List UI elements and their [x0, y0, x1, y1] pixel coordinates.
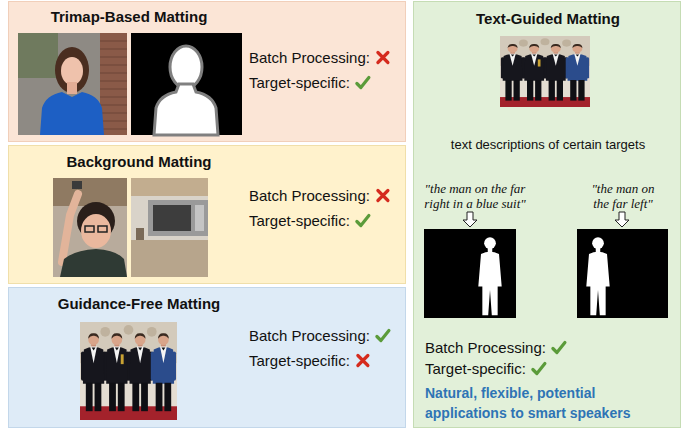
alpha-matte	[586, 237, 609, 315]
portrait-photo	[61, 57, 83, 85]
check-mark	[357, 78, 369, 88]
check-mark	[357, 216, 369, 226]
cross-mark	[378, 53, 388, 63]
portrait-photo	[18, 33, 58, 78]
background-photo	[195, 205, 204, 231]
portrait-photo	[100, 41, 127, 129]
check-mark	[533, 364, 545, 374]
check-mark	[357, 78, 369, 88]
person-photo	[72, 181, 82, 189]
portrait-photo	[40, 92, 104, 135]
background-photo	[131, 178, 208, 277]
group-photo-copy	[500, 36, 590, 107]
trimap-image	[170, 46, 202, 88]
cross-mark	[378, 191, 388, 201]
text-holder: Target-specific:	[249, 212, 350, 230]
check-mark	[553, 343, 565, 353]
check-mark	[553, 343, 565, 353]
highlight-note: Natural, flexible, potential application…	[425, 385, 630, 421]
check-mark	[357, 216, 369, 226]
person-photo	[98, 226, 107, 232]
person-photo	[53, 178, 127, 277]
person-photo	[53, 178, 127, 277]
property-label: Target-specific:	[249, 352, 350, 369]
text-holder: "the man on the far left"	[585, 181, 661, 211]
portrait-photo	[100, 33, 127, 135]
property-label: Batch Processing:	[249, 49, 370, 66]
portrait-photo	[67, 82, 77, 94]
alpha-matte	[424, 229, 516, 318]
background-photo	[136, 228, 144, 240]
method-panel: Text-Guided Matting text descriptions of …	[413, 1, 681, 428]
person-photo	[62, 194, 78, 262]
portrait-photo	[18, 33, 127, 135]
background-photo	[148, 200, 208, 236]
person-photo	[53, 178, 127, 206]
alpha-matte	[478, 237, 501, 315]
text-holder: Batch Processing:	[249, 327, 370, 345]
cross-mark	[358, 356, 368, 366]
method-panel: Background MattingBatch Processing: Targe…	[8, 145, 406, 284]
background-photo	[131, 240, 208, 277]
query-text: "the man on the far right in a blue suit…	[424, 181, 526, 211]
property-label: Batch Processing:	[249, 187, 370, 204]
text-holder: Natural, flexible, potential application…	[425, 383, 680, 423]
down-arrow	[463, 212, 477, 227]
property-label: Target-specific:	[425, 360, 526, 377]
portrait-photo	[18, 33, 127, 135]
trimap-image	[154, 84, 218, 135]
cross-mark	[358, 356, 368, 366]
cross-mark	[378, 191, 388, 201]
alpha-matte	[424, 229, 516, 318]
text-holder: Target-specific:	[425, 360, 526, 378]
check-mark	[377, 331, 389, 341]
trimap-image	[131, 33, 242, 135]
check-mark	[533, 364, 545, 374]
down-arrow	[615, 212, 629, 227]
trimap-image	[131, 33, 242, 135]
text-holder: Batch Processing:	[425, 339, 546, 357]
down-arrow	[463, 212, 477, 227]
text-holder: Background Matting	[9, 153, 269, 171]
description-label: text descriptions of certain targets	[451, 137, 645, 152]
method-panel: Guidance-Free MattingBatch Processing: Ta…	[8, 287, 406, 428]
group-photo-copy	[80, 322, 177, 420]
down-arrow	[615, 212, 629, 227]
text-holder: "the man on the far right in a blue suit…	[417, 181, 533, 211]
person-photo	[77, 202, 115, 240]
check-mark	[377, 331, 389, 341]
property-label: Target-specific:	[249, 212, 350, 229]
background-photo	[131, 178, 208, 196]
cross-mark	[378, 53, 388, 63]
property-label: Target-specific:	[249, 74, 350, 91]
person-photo	[85, 226, 94, 232]
text-holder: Target-specific:	[249, 352, 350, 370]
panel-title: Text-Guided Matting	[476, 10, 620, 27]
property-label: Batch Processing:	[425, 339, 546, 356]
person-photo	[60, 249, 127, 277]
background-photo	[153, 205, 191, 231]
text-holder: text descriptions of certain targets	[414, 137, 682, 153]
text-holder: Batch Processing:	[249, 187, 370, 205]
portrait-photo	[55, 47, 89, 93]
panel-title: Guidance-Free Matting	[58, 295, 221, 312]
text-holder: Batch Processing:	[249, 49, 370, 67]
property-label: Batch Processing:	[249, 327, 370, 344]
query-text: "the man on the far left"	[591, 181, 654, 211]
alpha-matte	[577, 229, 668, 318]
panel-title: Background Matting	[67, 153, 212, 170]
alpha-matte	[577, 229, 668, 318]
text-holder: Text-Guided Matting	[414, 10, 682, 28]
method-panel: Trimap-Based MattingBatch Processing: Tar…	[8, 1, 406, 142]
background-photo	[131, 178, 208, 277]
person-photo	[81, 214, 111, 248]
text-holder: Trimap-Based Matting	[9, 8, 249, 26]
panel-title: Trimap-Based Matting	[51, 8, 208, 25]
text-holder: Target-specific:	[249, 74, 350, 92]
text-holder: Guidance-Free Matting	[9, 295, 269, 313]
